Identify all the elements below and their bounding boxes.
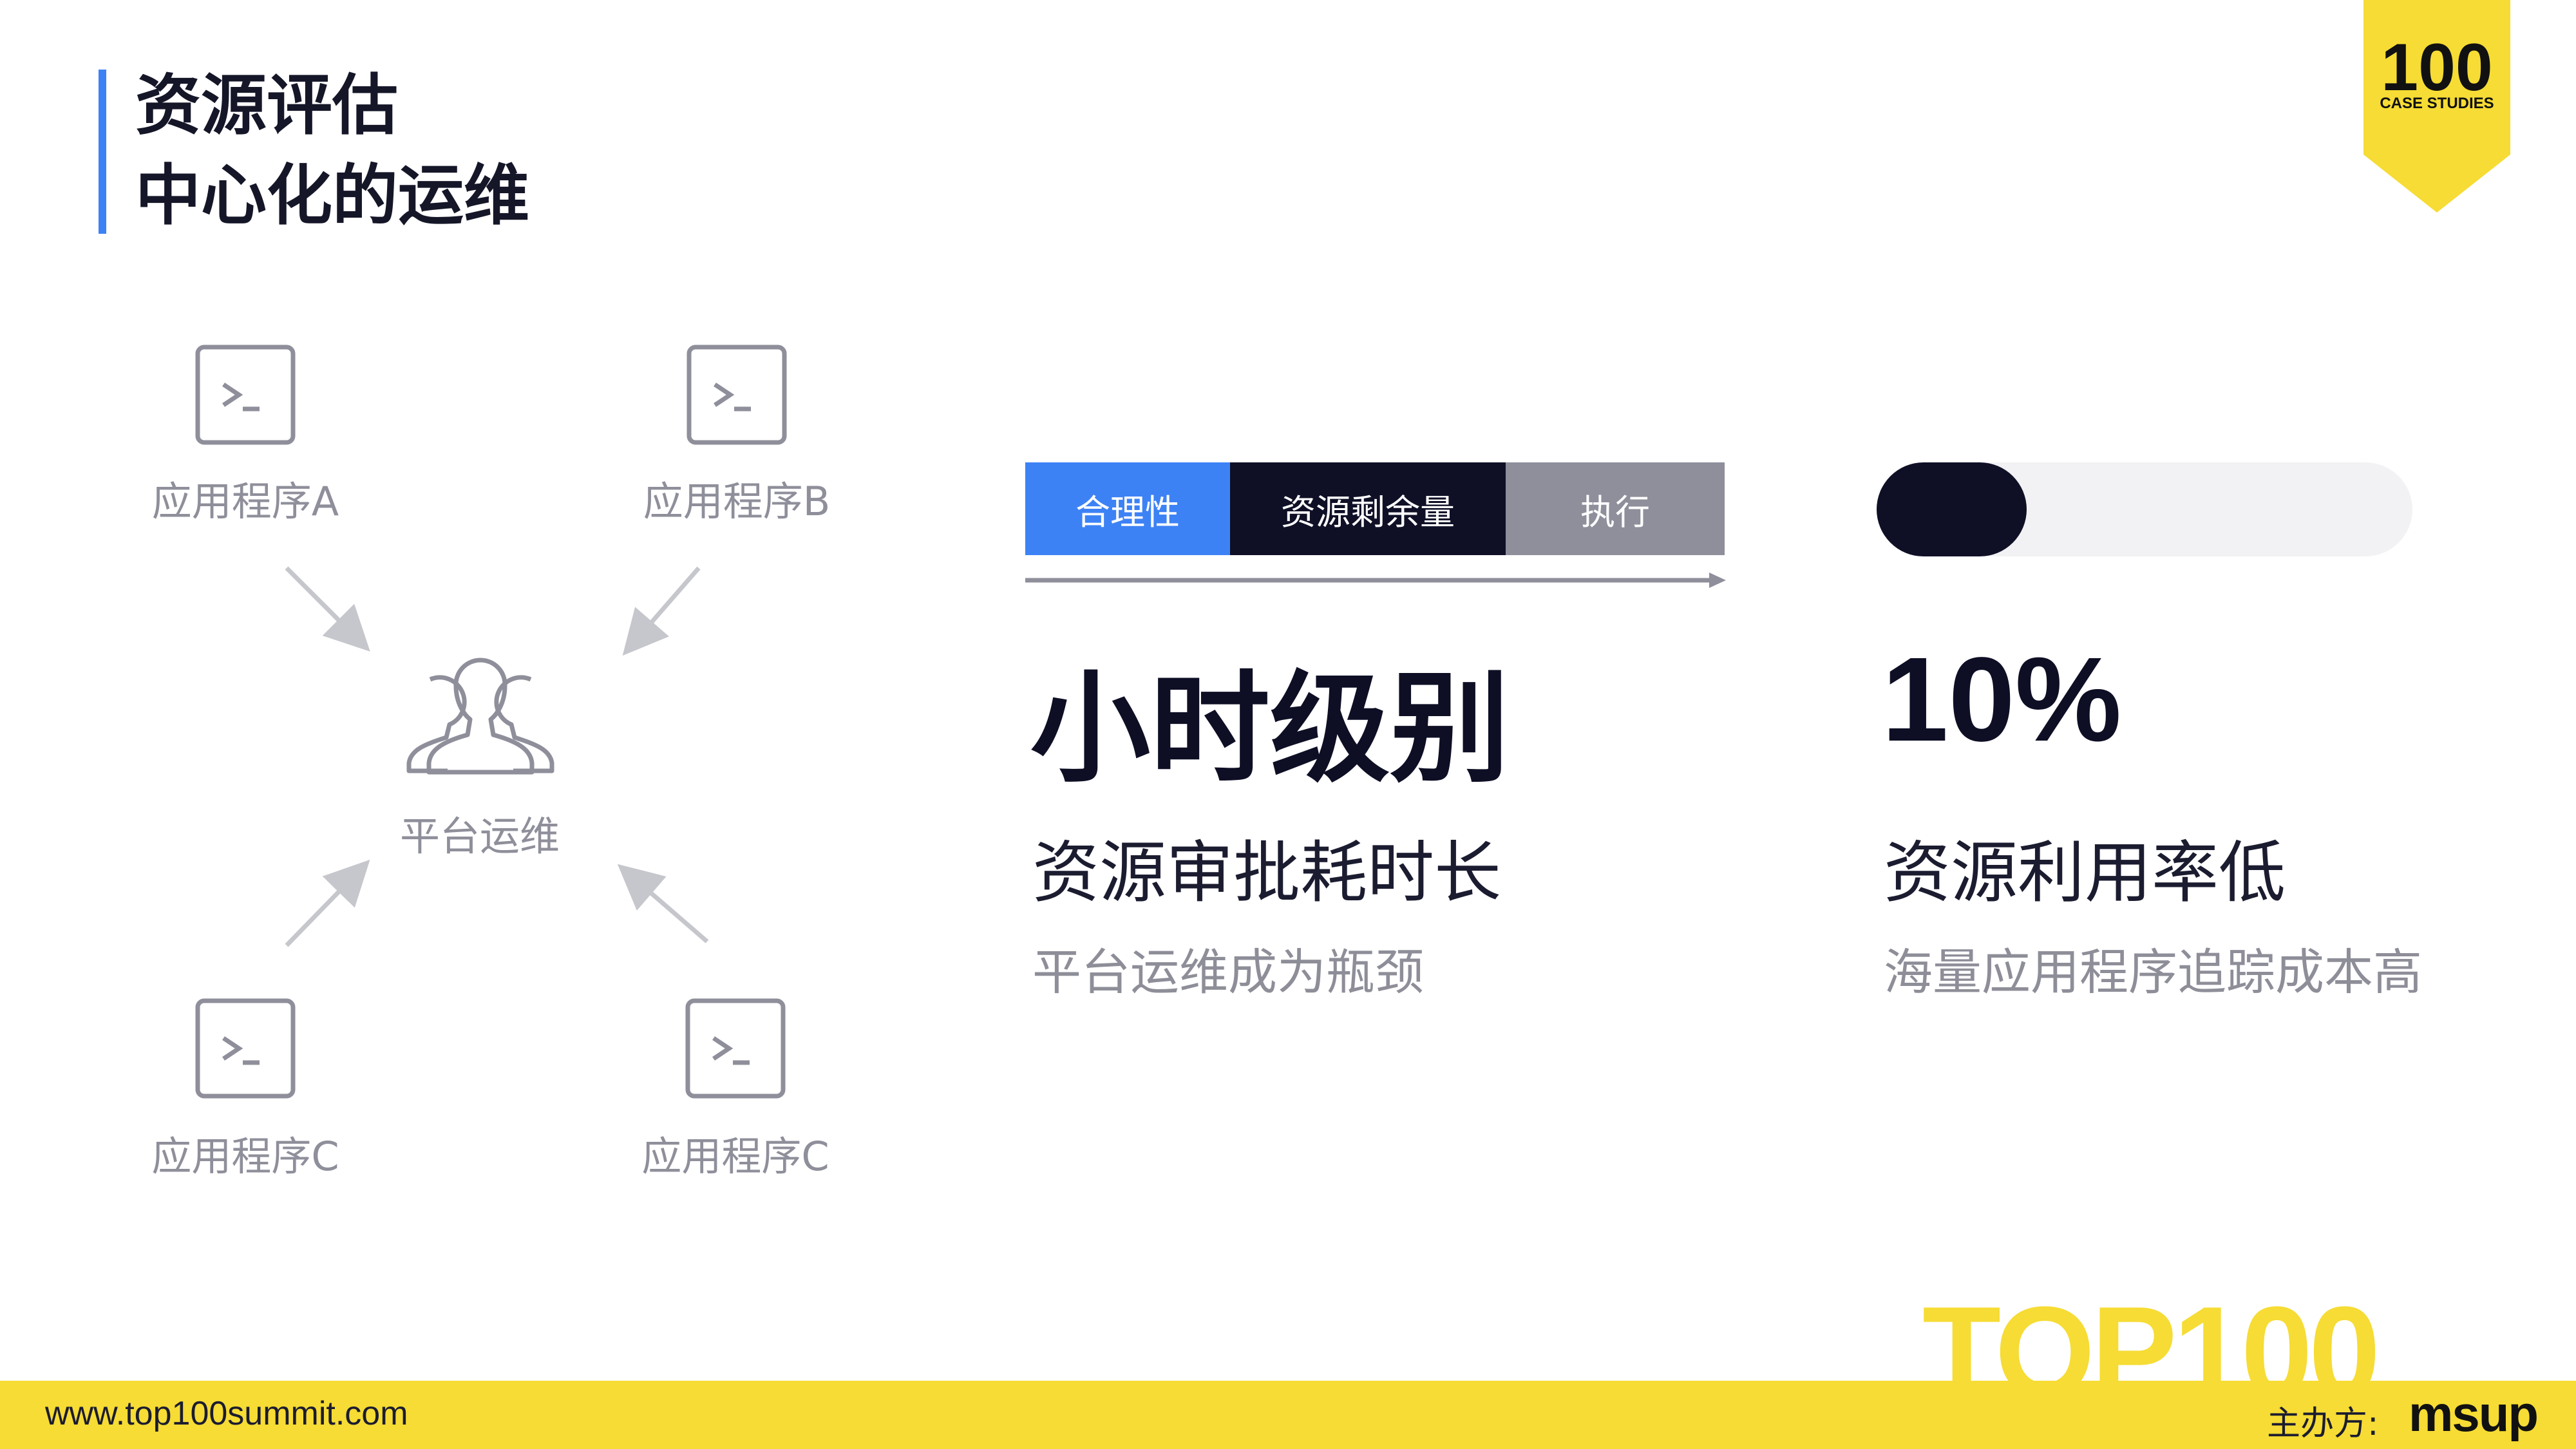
segment-rationality: 合理性 xyxy=(1025,462,1230,555)
left-subhead: 资源审批耗时长 xyxy=(1032,833,1502,912)
app-label-a: 应用程序A xyxy=(151,478,339,525)
center-label: 平台运维 xyxy=(399,813,560,860)
right-headline: 10% xyxy=(1882,633,2122,766)
title-line-2: 中心化的运维 xyxy=(135,158,529,234)
left-headline: 小时级别 xyxy=(1030,659,1510,799)
process-arrow xyxy=(1025,573,1726,588)
footer-url[interactable]: www.top100summit.com xyxy=(45,1395,408,1432)
segment-resource-remaining: 资源剩余量 xyxy=(1230,462,1506,555)
app-label-b: 应用程序B xyxy=(643,478,831,525)
badge-number: 100 xyxy=(2381,30,2493,105)
right-detail: 海量应用程序追踪成本高 xyxy=(1884,943,2422,1001)
terminal-icon xyxy=(687,345,787,445)
arrow-a-to-center xyxy=(285,566,370,652)
page-title: 资源评估 中心化的运维 xyxy=(135,61,529,242)
utilization-progress-track xyxy=(1877,462,2412,556)
arrow-c-left-to-center xyxy=(285,859,370,947)
terminal-icon xyxy=(195,998,296,1099)
app-label-c-left: 应用程序C xyxy=(151,1133,339,1180)
left-detail: 平台运维成为瓶颈 xyxy=(1032,943,1424,1001)
title-line-1: 资源评估 xyxy=(135,68,398,144)
badge-text: CASE STUDIES xyxy=(2380,95,2494,112)
title-accent-bar xyxy=(99,70,106,234)
segment-execute: 执行 xyxy=(1506,462,1725,555)
segment-resource-remaining-label: 资源剩余量 xyxy=(1281,491,1455,533)
right-subhead: 资源利用率低 xyxy=(1884,833,2286,912)
diagram-arrows xyxy=(285,566,709,947)
arrow-c-right-to-center xyxy=(617,864,709,943)
case-studies-badge: 100 CASE STUDIES xyxy=(2363,0,2510,213)
footer-bar xyxy=(0,1381,2576,1449)
segment-execute-label: 执行 xyxy=(1580,491,1650,533)
group-users-icon xyxy=(404,650,556,779)
utilization-progress-fill xyxy=(1877,462,2027,556)
terminal-icon xyxy=(195,345,296,445)
organizer-label: 主办方: xyxy=(2267,1405,2379,1443)
app-label-c-right: 应用程序C xyxy=(641,1133,829,1180)
segment-rationality-label: 合理性 xyxy=(1075,491,1180,533)
terminal-icon xyxy=(685,998,786,1099)
organizer-logo: msup xyxy=(2409,1385,2539,1442)
arrow-b-to-center xyxy=(622,566,701,656)
